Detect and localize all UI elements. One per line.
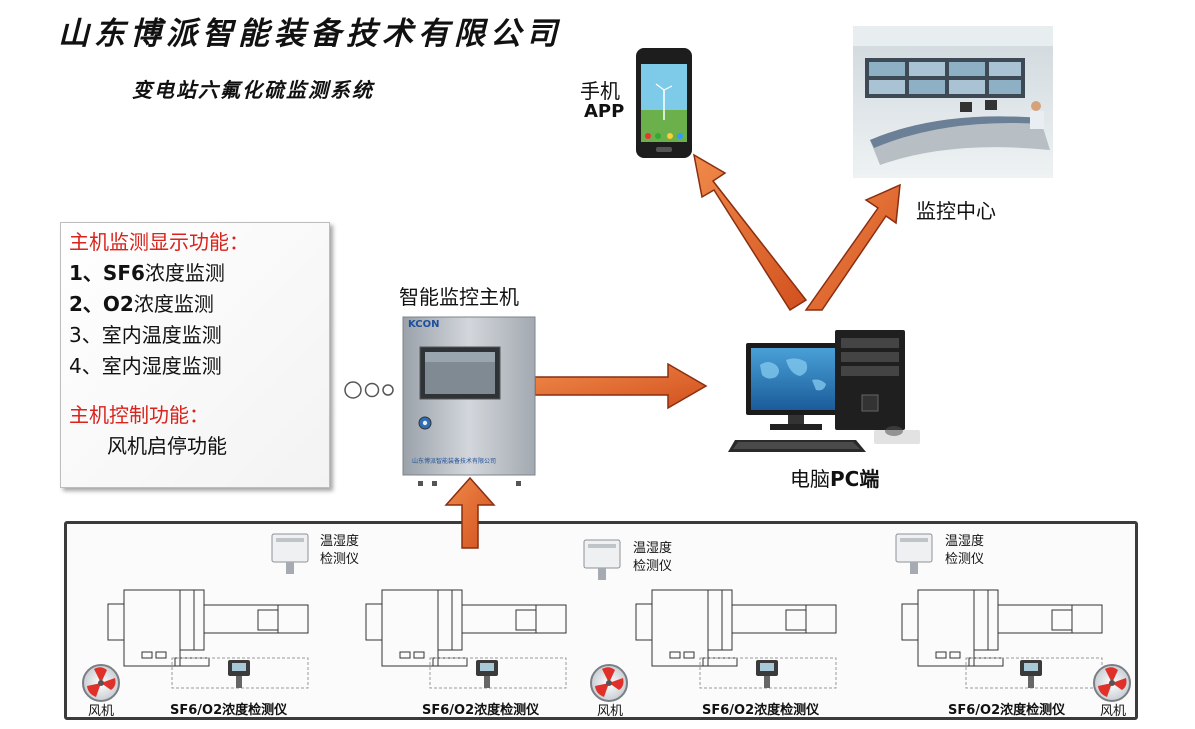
monitor-item-2: 2、O2浓度监测: [69, 292, 214, 316]
th-sensor-1-label: 温湿度检测仪: [320, 534, 360, 567]
host-label: 智能监控主机: [399, 285, 519, 309]
th-sensor-2-label: 温湿度检测仪: [633, 541, 673, 574]
gas-detector-4: [1020, 660, 1042, 688]
monitoring-host-cabinet: [402, 316, 536, 486]
smartphone: [636, 48, 692, 158]
th-sensor-3: [895, 533, 933, 574]
gas-detector-1: [228, 660, 250, 688]
fan-3: [1093, 664, 1131, 702]
gas-detector-4-label: SF6/O2浓度检测仪: [948, 703, 1066, 718]
more-devices-ellipsis: [344, 381, 394, 399]
control-functions-heading: 主机控制功能：: [69, 403, 209, 427]
gas-detector-2: [476, 660, 498, 688]
th-sensor-2: [583, 539, 621, 580]
control-item-fan: 风机启停功能: [107, 434, 227, 458]
gas-detector-3-label: SF6/O2浓度检测仪: [702, 703, 820, 718]
system-title: 变电站六氟化硫监测系统: [132, 78, 374, 102]
monitoring-center-photo: [853, 26, 1053, 178]
switchgear-3: [635, 589, 837, 689]
fan-2: [590, 664, 628, 702]
fan-1: [82, 664, 120, 702]
arrow-pc-to-center: [804, 183, 901, 311]
arrow-field-to-host: [444, 476, 496, 549]
th-sensor-1: [271, 533, 309, 574]
switchgear-1: [107, 589, 309, 689]
gas-detector-1-label: SF6/O2浓度检测仪: [170, 703, 288, 718]
gas-detector-2-label: SF6/O2浓度检测仪: [422, 703, 540, 718]
arrow-pc-to-phone: [692, 153, 808, 312]
fan-3-label: 风机: [1100, 704, 1127, 719]
pc-workstation: [728, 330, 920, 452]
fan-2-label: 风机: [597, 704, 624, 719]
center-label: 监控中心: [916, 199, 996, 223]
phone-app-label: APP: [584, 101, 625, 122]
function-list-panel: 主机监测显示功能： 1、SF6浓度监测 2、O2浓度监测 3、室内温度监测 4、…: [60, 222, 330, 488]
monitor-item-4: 4、室内湿度监测: [69, 354, 222, 378]
host-company-plate: 山东博派智能装备技术有限公司: [412, 458, 497, 465]
th-sensor-3-label: 温湿度检测仪: [945, 534, 985, 567]
switchgear-2: [365, 589, 567, 689]
fan-1-label: 风机: [88, 704, 115, 719]
monitor-item-3: 3、室内温度监测: [69, 323, 222, 347]
pc-label: 电脑PC端: [790, 467, 880, 491]
switchgear-4: [901, 589, 1103, 689]
monitor-item-1: 1、SF6浓度监测: [69, 261, 225, 285]
arrow-host-to-pc: [534, 362, 708, 410]
gas-detector-3: [756, 660, 778, 688]
monitor-functions-heading: 主机监测显示功能：: [69, 230, 249, 254]
host-brand: KCON: [408, 319, 440, 330]
company-name: 山东博派智能装备技术有限公司: [58, 16, 562, 52]
phone-label: 手机: [580, 79, 620, 103]
